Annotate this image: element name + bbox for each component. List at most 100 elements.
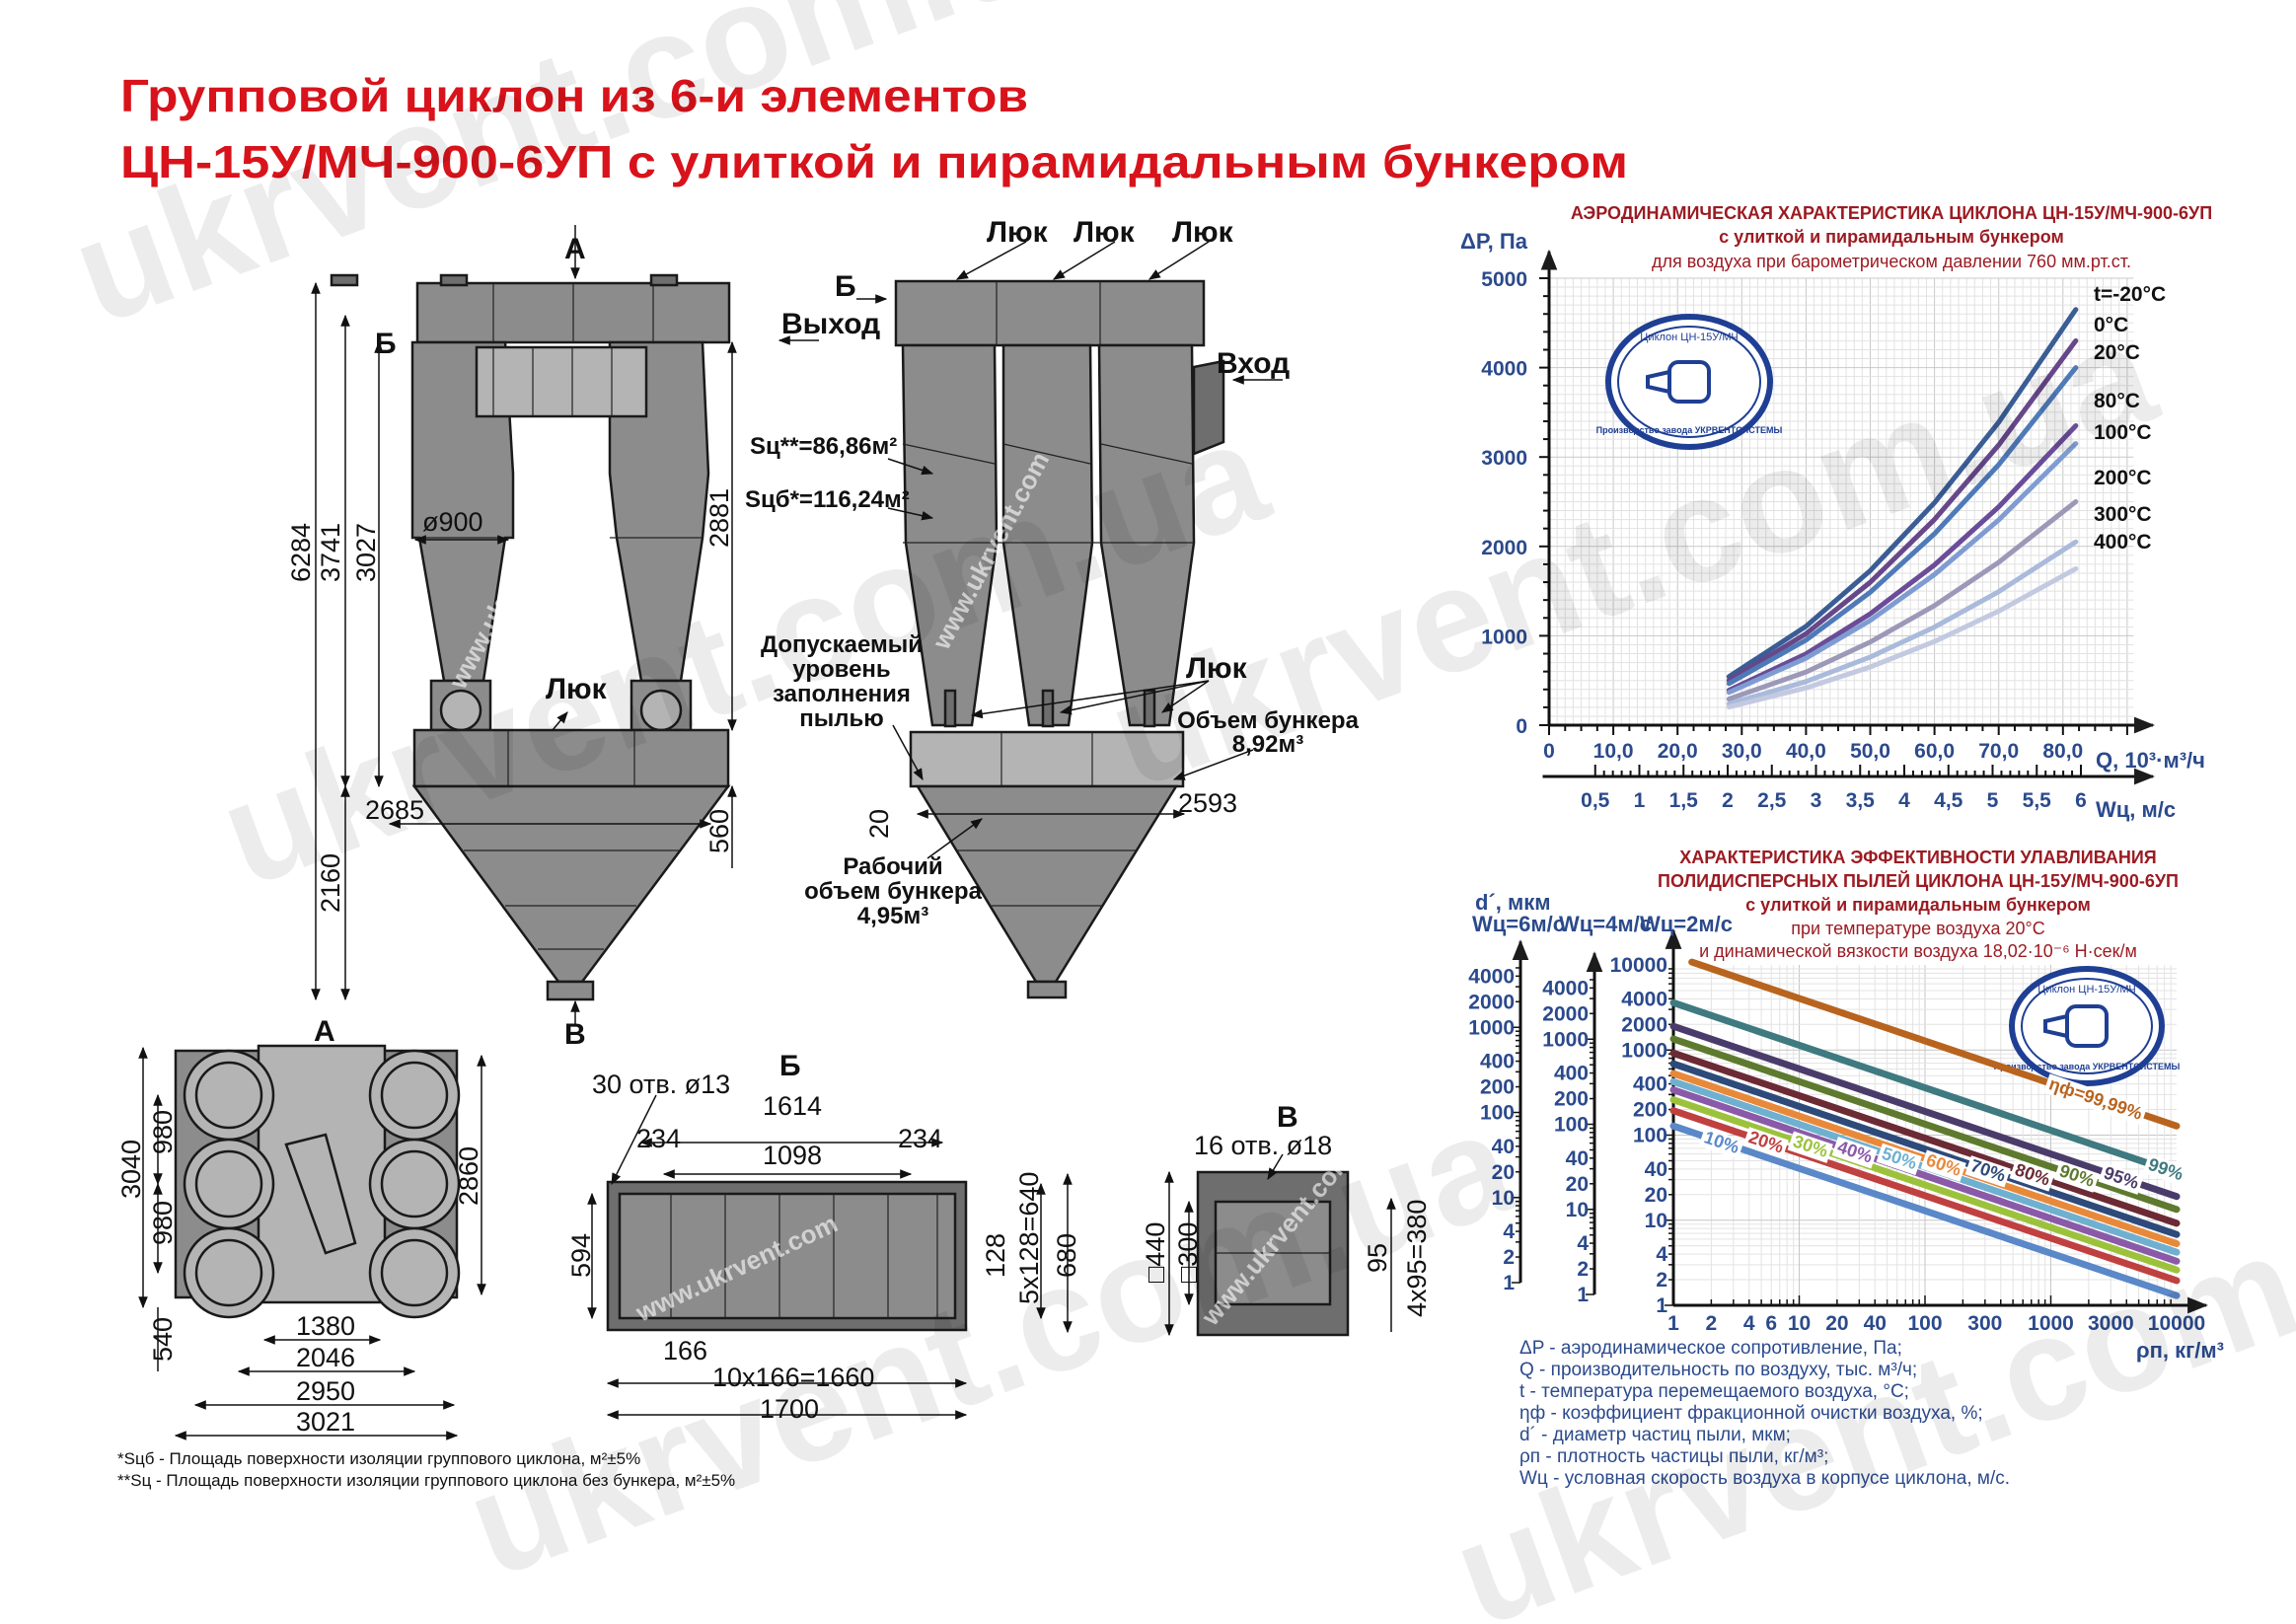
logo-cyclone-icon (1667, 360, 1711, 404)
view-b-marker: Б (835, 270, 856, 303)
dim-3021: 3021 (296, 1407, 355, 1437)
x-tick-label: 40 (1864, 1312, 1887, 1335)
x-tick-label: 60,0 (1914, 740, 1955, 763)
dim-2685: 2685 (365, 795, 424, 825)
series-label-background (1920, 1149, 1966, 1182)
series-label: 20°С (2094, 341, 2140, 364)
logo-cone-icon (1646, 370, 1670, 394)
hopper-box (412, 728, 730, 788)
hatch-label-1: Люк (987, 216, 1049, 249)
series-label-background (1698, 1127, 1744, 1159)
logo-cone-icon (2043, 1014, 2068, 1038)
svg-text:Рабочий: Рабочий (843, 853, 942, 880)
x2-tick-label: 3,5 (1846, 789, 1876, 812)
y-tick-label: 400 (1480, 1051, 1515, 1073)
svg-text:объем бункера: объем бункера (804, 878, 982, 905)
chart2-subtitle: с улиткой и пирамидальным бункером (1745, 895, 2091, 915)
series-label-background (1831, 1137, 1878, 1169)
dim-1614: 1614 (763, 1091, 822, 1121)
x-tick-label: 1 (1667, 1312, 1679, 1335)
series-label: 300°С (2094, 503, 2152, 526)
series-line (1726, 499, 2079, 702)
y-tick-label: 1000 (1481, 626, 1527, 648)
y-tick-label: 10 (1645, 1210, 1667, 1232)
y-tick-label: 40 (1645, 1158, 1667, 1181)
logo-ring (2009, 966, 2165, 1086)
dim-680: 680 (1052, 1233, 1081, 1278)
dim-1380: 1380 (296, 1311, 355, 1341)
x-tick-label: 70,0 (1978, 740, 2019, 763)
holes-v: 16 отв. ø18 (1194, 1131, 1332, 1160)
y-tick-label: 1 (1577, 1284, 1589, 1306)
y-tick-label: 2000 (1621, 1013, 1667, 1036)
x-tick-label: 20,0 (1658, 740, 1698, 763)
y-tick-label: 10 (1492, 1187, 1515, 1210)
y-tick-label: 2 (1656, 1269, 1667, 1292)
x2-tick-label: 3 (1811, 789, 1822, 812)
y-tick-label: 0 (1516, 715, 1527, 738)
y-tick-label: 10 (1566, 1199, 1589, 1221)
logo-ring (1605, 314, 1773, 450)
footnote-2: **Sц - Площадь поверхности изоляции груп… (117, 1471, 735, 1490)
y-tick-label: 4000 (1542, 977, 1589, 999)
series-line (1726, 337, 2079, 684)
logo-inner-ring (2021, 978, 2153, 1074)
y-tick-label: 100 (1554, 1114, 1589, 1137)
chart2-subtitle3: и динамической вязкости воздуха 18,02·10… (1699, 941, 2137, 961)
dim-128: 128 (981, 1233, 1010, 1278)
hopper-volume-label: Объем бункера 8,92м³ (1177, 707, 1359, 758)
series-line (1726, 539, 2079, 706)
aerodynamic-chart: АЭРОДИНАМИЧЕСКАЯ ХАРАКТЕРИСТИКА ЦИКЛОНА … (1460, 203, 2212, 822)
fill-level-label: Допускаемый уровень заполнения пылью (761, 631, 923, 732)
chart1-ylabel: ΔP, Па (1460, 229, 1528, 254)
svg-text:уровень: уровень (792, 656, 890, 683)
y-tick-label: 4 (1577, 1232, 1589, 1255)
y-tick-label: 400 (1554, 1063, 1589, 1085)
y-axis-label: Wц=6м/с (1472, 912, 1565, 936)
hatch-top (439, 273, 469, 287)
series-line (1669, 1096, 2181, 1274)
legend-item: t - температура перемещаемого воздуха, °… (1519, 1381, 1909, 1402)
y-tick-label: 1000 (1542, 1028, 1589, 1051)
y-tick-label: 4 (1503, 1220, 1515, 1243)
chart1-subtitle: с улиткой и пирамидальным бункером (1719, 227, 2064, 247)
hatch-label-3: Люк (1172, 216, 1234, 249)
hatch-label-bottom: Люк (1186, 652, 1248, 685)
y-tick-label: 20 (1492, 1161, 1515, 1184)
dim-2860: 2860 (454, 1146, 483, 1206)
svg-text:ukrvent.com.ua: ukrvent.com.ua (447, 1077, 1533, 1608)
view-b-title: Б (779, 1050, 801, 1082)
x2-tick-label: 2 (1722, 789, 1734, 812)
view-v-marker: В (564, 1018, 586, 1051)
y-tick-label: 4 (1656, 1243, 1667, 1266)
x-tick-label: 10,0 (1593, 740, 1634, 763)
inlet-scroll (1192, 359, 1225, 456)
dim-6284: 6284 (286, 523, 316, 582)
y-tick-label: 20 (1566, 1173, 1589, 1196)
x-tick-label: 40,0 (1786, 740, 1826, 763)
series-label-background (2043, 1073, 2148, 1126)
series-label-background (2053, 1160, 2100, 1193)
dim-2881: 2881 (704, 488, 734, 548)
series-line (1726, 422, 2079, 694)
dim-1660: 10x166=1660 (712, 1363, 874, 1392)
series-label: 80°С (2094, 390, 2140, 412)
y-tick-label: 1000 (1468, 1016, 1515, 1039)
dim-440: □440 (1141, 1222, 1170, 1283)
plan-view-a: А 3040 980 980 2860 540 1380 2046 2950 3… (116, 1015, 486, 1440)
dim-640: 5x128=640 (1014, 1172, 1044, 1304)
y-tick-label: 4000 (1468, 965, 1515, 988)
outlet-spout (546, 980, 595, 1001)
dim-3741: 3741 (316, 523, 345, 582)
chart2-xlabel: ρп, кг/м³ (2136, 1338, 2224, 1363)
flange-view-b: Б 30 отв. ø13 1614 234 1098 234 594 128 … (566, 1050, 1081, 1424)
legend-item: d´ - диаметр частиц пыли, мкм; (1519, 1425, 1791, 1445)
dim-1700: 1700 (760, 1394, 819, 1424)
logo-text-top: Циклон ЦН-15У/МЧ (1640, 332, 1738, 343)
series-label-background (2098, 1162, 2144, 1195)
chart1-subtitle2: для воздуха при барометрическом давлении… (1652, 252, 2131, 271)
logo-text-bottom: Производство завода УКРВЕНТСИСТЕМЫ (1596, 425, 1783, 435)
y-tick-label: 100 (1633, 1125, 1667, 1147)
surface-area-total: Sцб*=116,24м² (745, 486, 910, 513)
